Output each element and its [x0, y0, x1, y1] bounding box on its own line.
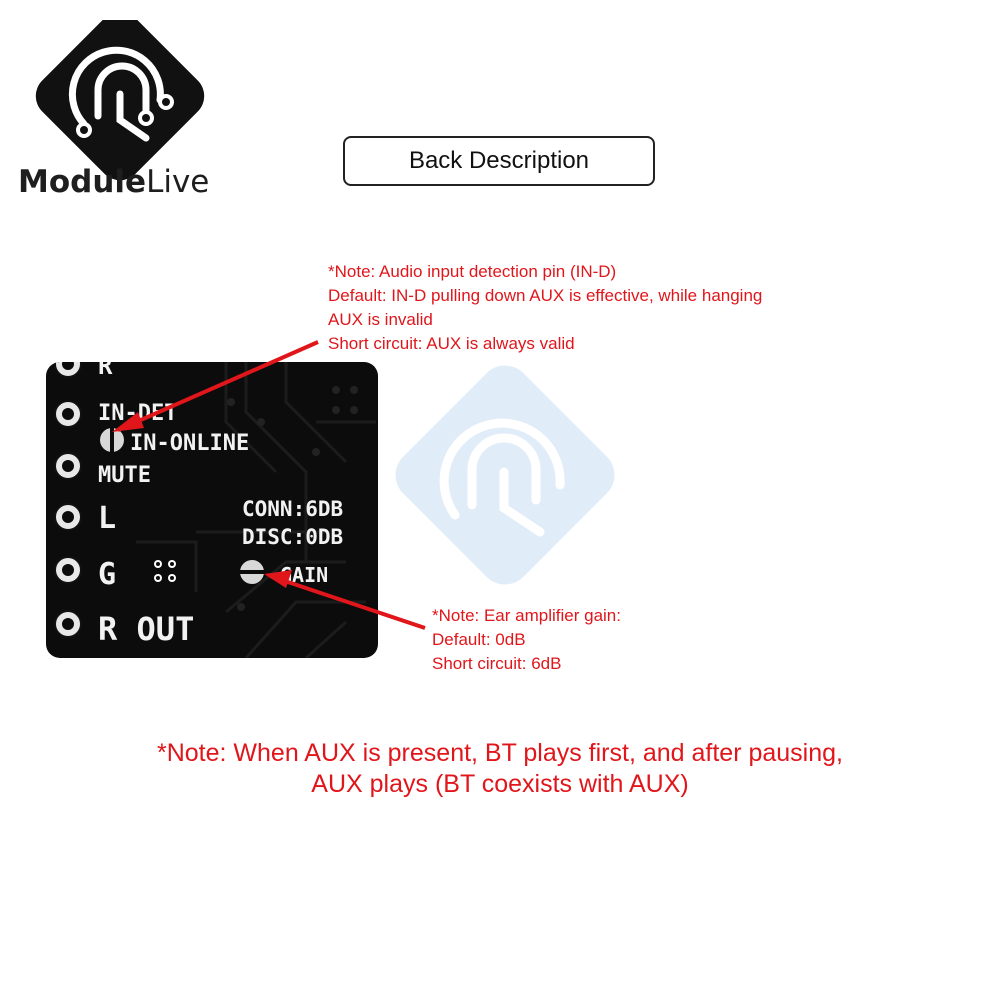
note-gain-line-3: Short circuit: 6dB — [432, 654, 562, 673]
silk-label-l: L — [98, 501, 116, 536]
note-bottom-line-1: *Note: When AUX is present, BT plays fir… — [157, 739, 843, 767]
note-input-detection: *Note: Audio input detection pin (IN-D) … — [328, 260, 762, 356]
silk-label-in-online: IN-ONLINE — [130, 431, 249, 456]
note-ind-line-1: *Note: Audio input detection pin (IN-D) — [328, 262, 617, 281]
section-title-box: Back Description — [343, 136, 655, 186]
silk-label-mute: MUTE — [98, 463, 151, 488]
silk-label-in-det: IN-DET — [98, 401, 177, 426]
pcb-board-image: R IN-DET IN-ONLINE MUTE L G R OUT CONN:6… — [46, 362, 378, 658]
note-gain-line-2: Default: 0dB — [432, 630, 526, 649]
note-ear-amplifier-gain: *Note: Ear amplifier gain: Default: 0dB … — [432, 604, 621, 676]
silk-label-gain: GAIN — [280, 563, 328, 587]
silk-label-r-out: R OUT — [98, 610, 194, 648]
logo-name-module: Module — [18, 164, 147, 200]
silk-label-disc: DISC:0DB — [242, 525, 343, 549]
note-gain-line-1: *Note: Ear amplifier gain: — [432, 606, 621, 625]
note-ind-line-2: Default: IN-D pulling down AUX is effect… — [328, 286, 763, 305]
logo-wordmark: ModuleLive — [18, 164, 209, 200]
note-ind-line-3: AUX is invalid — [328, 310, 433, 329]
modulelive-logo — [35, 20, 205, 181]
silk-label-r-top: R — [98, 362, 113, 380]
silk-label-g: G — [98, 557, 116, 592]
silk-label-conn: CONN:6DB — [242, 497, 343, 521]
section-title: Back Description — [408, 147, 590, 174]
note-aux-bt-coexist: *Note: When AUX is present, BT plays fir… — [0, 738, 1000, 800]
note-ind-line-4: Short circuit: AUX is always valid — [328, 334, 575, 353]
note-bottom-line-2: AUX plays (BT coexists with AUX) — [311, 770, 689, 798]
logo-name-live: Live — [146, 164, 210, 200]
watermark-logo — [395, 365, 615, 585]
